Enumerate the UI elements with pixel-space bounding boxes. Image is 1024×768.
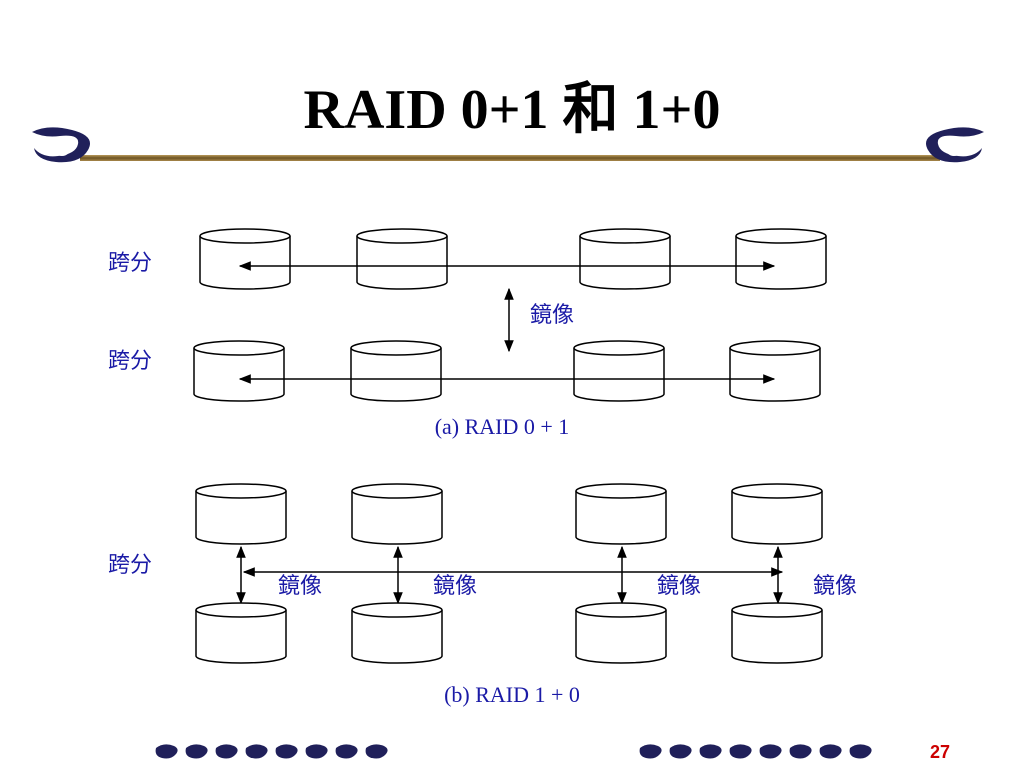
disk-a-bottom-4 [729,340,821,402]
disk-a-top-4 [735,228,827,290]
disk-b-top-4 [731,483,823,545]
disk-a-top-1 [199,228,291,290]
mirror-label-b-2: 鏡像 [433,574,477,599]
mirror-label-a: 鏡像 [530,303,574,328]
header-rule [80,155,940,161]
span-label-a-top: 跨分 [108,251,152,276]
span-label-b: 跨分 [108,553,152,578]
right-ornament-icon [926,127,984,163]
caption-b: (b) RAID 1 + 0 [444,682,580,707]
disk-b-bottom-3 [575,602,667,664]
caption-a: (a) RAID 0 + 1 [435,414,570,439]
diagram-a: 跨分 鏡像 跨分 [108,228,827,439]
mirror-label-b-3: 鏡像 [657,574,701,599]
mirror-label-b-1: 鏡像 [278,574,322,599]
disk-b-top-1 [195,483,287,545]
span-label-a-bottom: 跨分 [108,349,152,374]
diagram-b: 跨分 鏡像 鏡像 鏡像 鏡像 [108,483,857,707]
disk-a-bottom-3 [573,340,665,402]
disk-a-bottom-2 [350,340,442,402]
disk-a-top-2 [356,228,448,290]
disk-b-bottom-2 [351,602,443,664]
slide-title: RAID 0+1 和 1+0 [303,79,721,141]
disk-b-bottom-4 [731,602,823,664]
disk-b-bottom-1 [195,602,287,664]
left-ornament-icon [32,127,90,163]
disk-a-top-3 [579,228,671,290]
footer-ornament-left-icon [155,744,388,759]
mirror-label-b-4: 鏡像 [813,574,857,599]
page-number: 27 [930,742,951,762]
disk-a-bottom-1 [193,340,285,402]
disk-b-top-2 [351,483,443,545]
disk-b-top-3 [575,483,667,545]
footer-ornament-right-icon [639,744,872,759]
